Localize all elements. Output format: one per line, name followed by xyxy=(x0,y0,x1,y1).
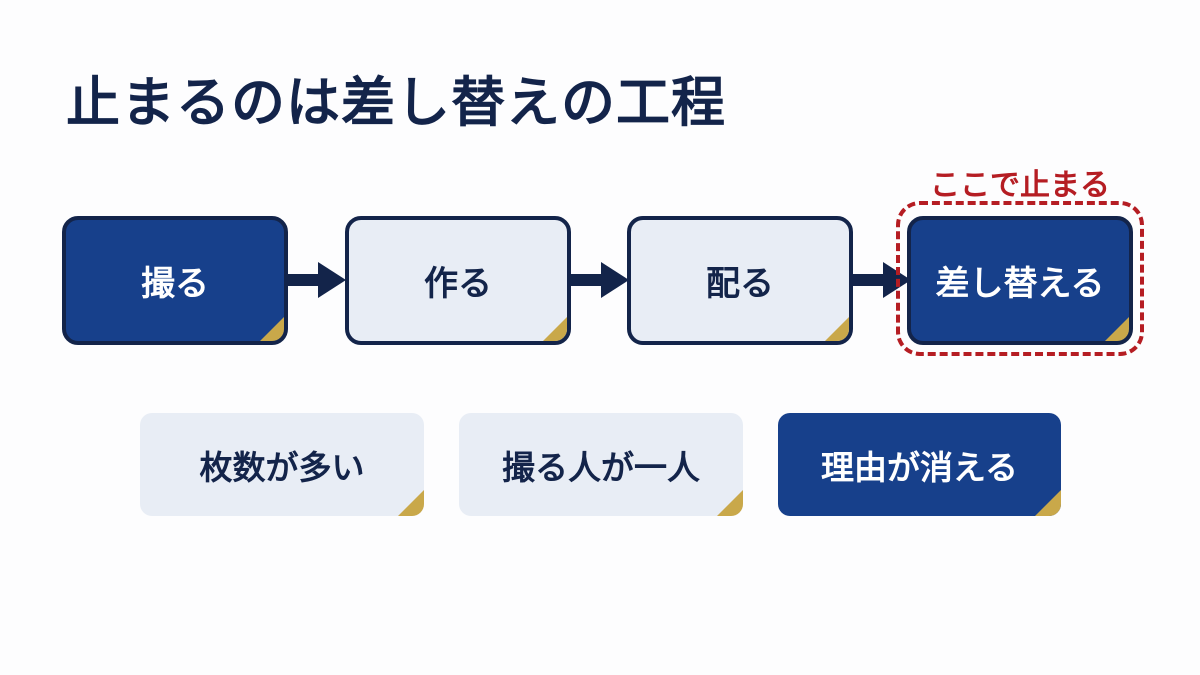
reason-tag-label: 理由が消える xyxy=(820,447,1018,487)
process-step-replace: 差し替える xyxy=(907,216,1133,345)
reason-tag-label: 撮る人が一人 xyxy=(502,447,700,487)
reason-tag-label: 枚数が多い xyxy=(199,447,365,487)
stop-highlight-frame xyxy=(896,201,1144,356)
process-step-distribute: 配る xyxy=(627,216,853,345)
reason-tag-many-photos: 枚数が多い xyxy=(140,413,424,516)
arrow-right-icon xyxy=(571,262,629,298)
arrow-right-icon xyxy=(288,262,346,298)
process-step-make: 作る xyxy=(345,216,571,345)
process-step-label: 差し替える xyxy=(935,264,1105,304)
corner-accent-icon xyxy=(825,317,849,341)
process-step-label: 配る xyxy=(706,264,774,304)
corner-accent-icon xyxy=(260,317,284,341)
corner-accent-icon xyxy=(543,317,567,341)
corner-accent-icon xyxy=(398,490,424,516)
corner-accent-icon xyxy=(1105,317,1129,341)
corner-accent-icon xyxy=(1035,490,1061,516)
slide-title: 止まるのは差し替えの工程 xyxy=(66,71,726,134)
reason-tag-reason-lost: 理由が消える xyxy=(778,413,1061,516)
stop-callout-label: ここで止まる xyxy=(930,168,1110,203)
process-step-label: 撮る xyxy=(141,264,209,304)
reason-tag-one-photographer: 撮る人が一人 xyxy=(459,413,743,516)
corner-accent-icon xyxy=(717,490,743,516)
process-step-shoot: 撮る xyxy=(62,216,288,345)
process-step-label: 作る xyxy=(424,264,492,304)
